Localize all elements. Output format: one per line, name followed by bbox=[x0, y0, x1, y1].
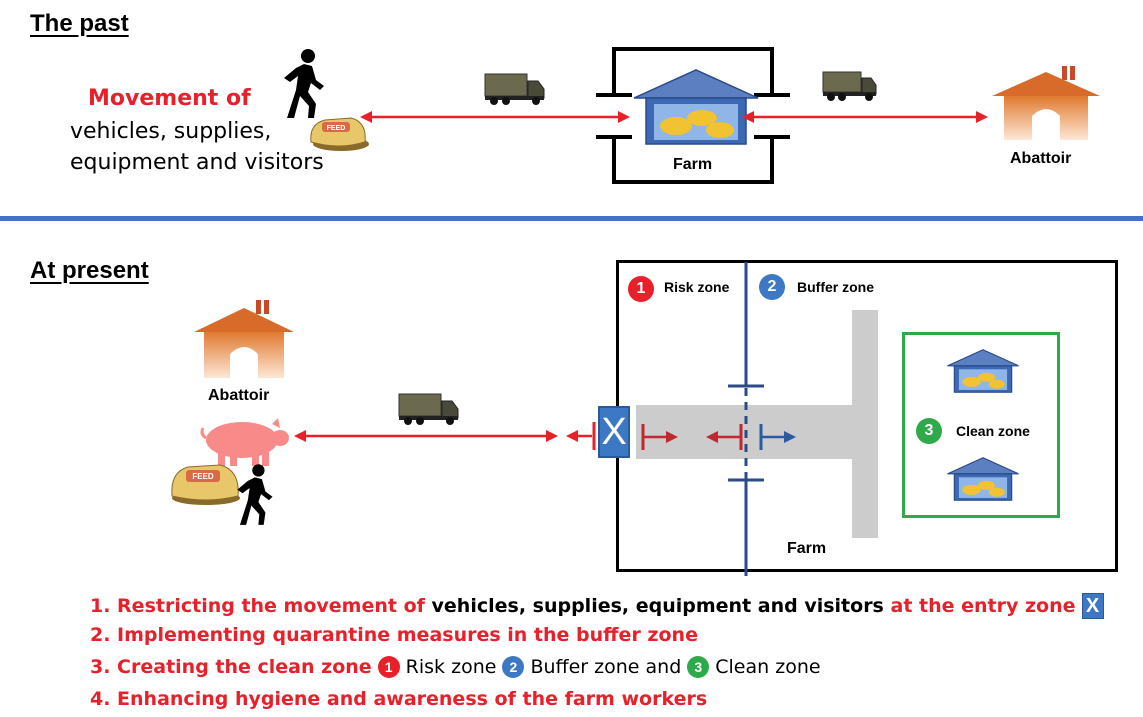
buffer-zone-arrow bbox=[759, 424, 796, 450]
risk-zone-badge: 1 bbox=[377, 656, 400, 678]
truck-icon bbox=[822, 71, 877, 101]
entry-zone-mark: X bbox=[1081, 593, 1104, 619]
present-abattoir-label: Abattoir bbox=[208, 387, 270, 404]
past-farm-label: Farm bbox=[673, 156, 713, 173]
truck-icon bbox=[484, 73, 545, 105]
clean-zone-boundary bbox=[902, 332, 1060, 518]
clean-zone-badge: 3 bbox=[916, 418, 942, 444]
measure-3-zone3: Clean zone bbox=[715, 656, 821, 678]
feed-bag-text: FEED bbox=[192, 472, 214, 481]
past-title: The past bbox=[30, 10, 129, 37]
entry-zone-checkpoint: X bbox=[598, 406, 630, 458]
measure-item-1: 1. Restricting the movement of vehicles,… bbox=[90, 593, 1104, 619]
clean-zone-badge: 3 bbox=[687, 656, 710, 678]
past-movement-line3: equipment and visitors bbox=[70, 150, 324, 175]
feed-bag-icon: FEED bbox=[310, 117, 369, 151]
pig-entry-arrow bbox=[294, 430, 558, 442]
past-movement-line2: vehicles, supplies, bbox=[70, 119, 272, 144]
past-abattoir-label: Abattoir bbox=[1010, 150, 1072, 167]
walking-person-icon bbox=[237, 464, 273, 525]
zone-boundary-line bbox=[728, 262, 764, 576]
risk-zone-label: Risk zone bbox=[664, 279, 730, 295]
measure-item-4: 4. Enhancing hygiene and awareness of th… bbox=[90, 688, 708, 710]
present-title: At present bbox=[30, 257, 149, 284]
feed-bag-icon: FEED bbox=[171, 464, 240, 505]
pig-barn-icon bbox=[633, 69, 759, 145]
truck-icon bbox=[398, 393, 459, 425]
buffer-zone-badge: 2 bbox=[502, 656, 525, 678]
measure-item-2: 2. Implementing quarantine measures in t… bbox=[90, 624, 698, 646]
measure-3-zone1: Risk zone bbox=[405, 656, 497, 678]
risk-zone-badge: 1 bbox=[628, 276, 654, 302]
present-farm-label: Farm bbox=[787, 540, 827, 557]
walking-person-icon bbox=[284, 49, 324, 118]
measure-1-part-c: at the entry zone bbox=[890, 595, 1076, 617]
access-road bbox=[636, 405, 852, 459]
farm-abattoir-arrow bbox=[742, 111, 988, 123]
movement-arrow bbox=[360, 111, 630, 123]
buffer-zone-label: Buffer zone bbox=[797, 279, 874, 295]
pig-barn-icon bbox=[947, 349, 1019, 393]
abattoir-icon bbox=[194, 300, 294, 378]
pig-barn-icon bbox=[947, 457, 1019, 501]
feed-bag-text: FEED bbox=[327, 125, 346, 132]
entry-blocked-arrow bbox=[566, 422, 596, 450]
measure-1-part-a: 1. Restricting the movement of bbox=[90, 595, 425, 617]
measure-3-zone2: Buffer zone and bbox=[530, 656, 682, 678]
measure-3-part-a: 3. Creating the clean zone bbox=[90, 656, 372, 678]
buffer-zone-badge: 2 bbox=[759, 274, 785, 300]
clean-zone-label: Clean zone bbox=[956, 423, 1030, 439]
measure-1-part-b: vehicles, supplies, equipment and visito… bbox=[431, 595, 884, 617]
pig-icon bbox=[200, 418, 289, 466]
farm-perimeter bbox=[596, 47, 790, 184]
risk-zone-arrow bbox=[641, 424, 678, 450]
abattoir-icon bbox=[992, 66, 1100, 140]
internal-road bbox=[852, 310, 878, 538]
quarantine-return-arrow bbox=[706, 424, 743, 450]
section-divider bbox=[0, 216, 1143, 221]
past-movement-heading: Movement of bbox=[88, 86, 251, 111]
